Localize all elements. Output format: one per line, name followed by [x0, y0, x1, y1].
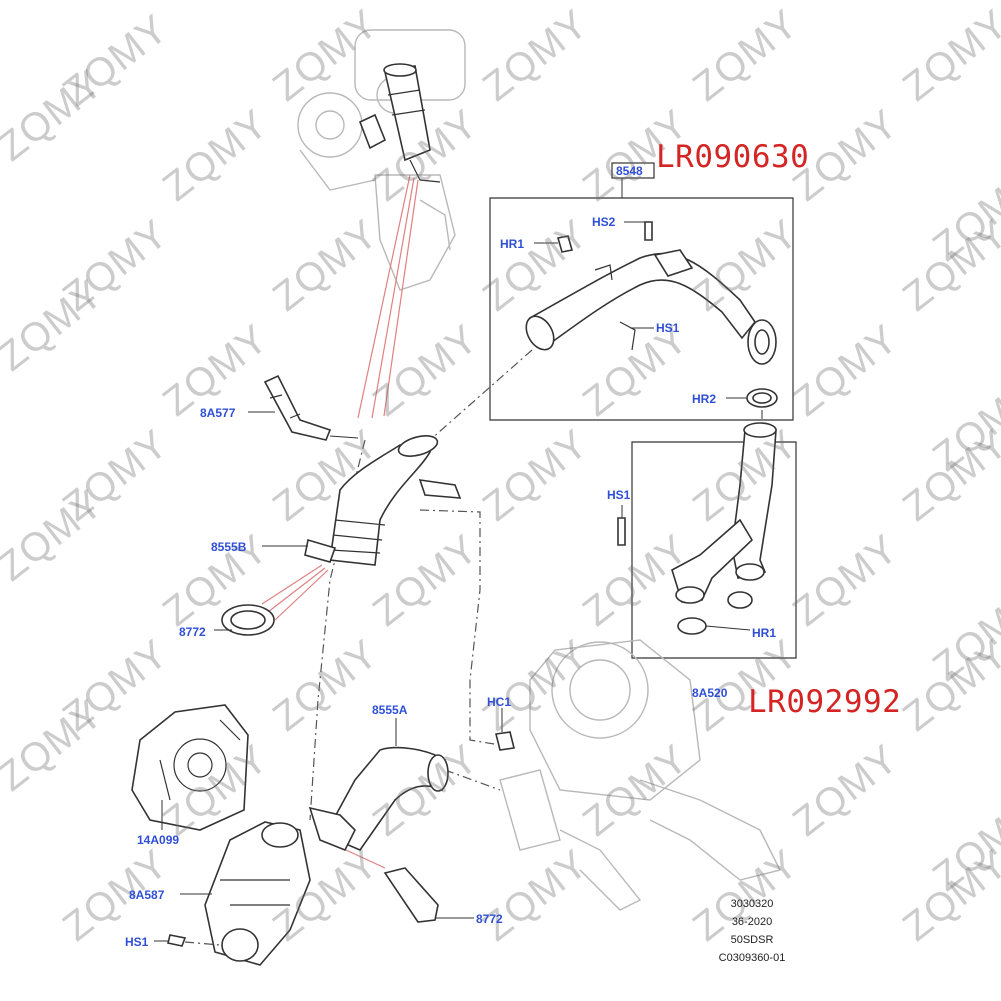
callout-8772-bottom: 8772	[476, 912, 503, 926]
clamp-8772-bottom	[383, 867, 474, 923]
callout-hs1-bottom: HS1	[125, 935, 149, 949]
part-8548-box	[611, 162, 655, 179]
engine-top-ghost	[297, 29, 466, 291]
routing-line-3	[309, 439, 366, 821]
bolt-hs2	[624, 221, 653, 241]
clamp-8772-top	[214, 604, 275, 636]
hose-8555b	[262, 435, 462, 566]
callout-8a520: 8A520	[692, 686, 728, 700]
coolant-pipe-8548	[525, 249, 777, 365]
clip-hc1	[495, 708, 515, 751]
bolt-hs1-bottom	[154, 934, 221, 947]
coolant-pipe-8a520	[671, 422, 777, 604]
o-ring-hr2	[726, 388, 778, 408]
callout-8548: 8548	[616, 164, 643, 178]
group-box-8a520	[631, 441, 797, 659]
part-number-top: LR090630	[656, 139, 810, 175]
callout-hs2: HS2	[592, 215, 616, 229]
routing-line-5	[444, 769, 501, 791]
clip-hr1-top	[534, 235, 574, 253]
callout-hr1-mid: HR1	[752, 626, 777, 640]
callout-hs1-mid: HS1	[607, 488, 631, 502]
callout-8a577: 8A577	[200, 406, 236, 420]
upper-turbo-hose	[358, 63, 441, 183]
o-ring-hr1-mid	[677, 591, 753, 635]
callout-hs1-top: HS1	[656, 321, 680, 335]
callout-14a099: 14A099	[137, 833, 180, 847]
leader-red-top-1	[357, 174, 411, 419]
reference-line-1: 3030320	[730, 898, 774, 910]
callout-8772-top: 8772	[179, 625, 206, 639]
leader-red-top-3	[383, 179, 419, 417]
thermostat-housing-ghost	[499, 639, 782, 911]
routing-line-4	[419, 509, 501, 746]
reference-line-2: 36-2020	[731, 916, 773, 928]
leader-red-top-2	[371, 177, 415, 419]
bolt-hs1-mid	[617, 505, 626, 546]
part-8a577-hose	[248, 374, 359, 441]
callout-hr1-top: HR1	[500, 237, 525, 251]
callout-hr2: HR2	[692, 392, 717, 406]
callout-hc1: HC1	[487, 695, 512, 709]
group-box-8548	[489, 197, 794, 421]
callout-8a587: 8A587	[129, 888, 165, 902]
reference-line-4: C0309360-01	[718, 952, 786, 964]
part-number-bottom: LR092992	[748, 684, 902, 720]
egr-cooler-14a099	[131, 704, 249, 831]
valve-8a587	[180, 821, 311, 966]
routing-line-1	[429, 349, 533, 441]
callout-8555a: 8555A	[372, 703, 408, 717]
reference-line-3: 50SDSR	[730, 934, 774, 946]
callout-8555b: 8555B	[211, 540, 247, 554]
hose-8555a	[308, 718, 449, 852]
